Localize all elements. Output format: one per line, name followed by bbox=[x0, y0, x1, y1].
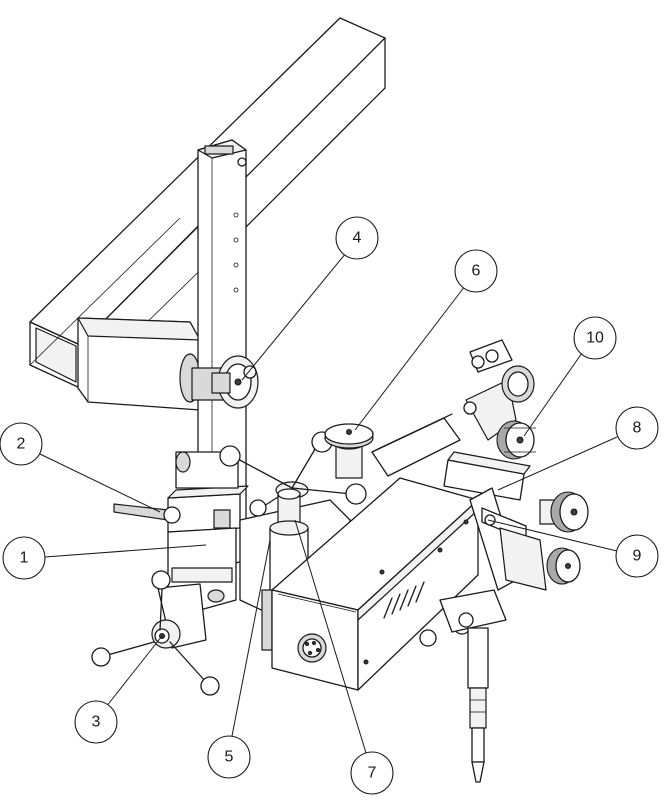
leader-2 bbox=[39, 453, 161, 513]
column-clamp-knob bbox=[191, 355, 259, 409]
leader-lines bbox=[39, 252, 618, 754]
callout-5-label: 5 bbox=[225, 749, 234, 766]
callout-7: 7 bbox=[350, 751, 394, 795]
leader-8 bbox=[497, 436, 618, 491]
leader-6 bbox=[354, 285, 466, 431]
leader-9 bbox=[487, 519, 618, 552]
top-adjust-knob bbox=[324, 423, 374, 479]
lower-clamp-bracket bbox=[113, 451, 249, 611]
callout-6: 6 bbox=[454, 249, 498, 293]
callout-3: 3 bbox=[74, 700, 118, 744]
callout-6-label: 6 bbox=[472, 263, 481, 280]
callout-3-label: 3 bbox=[92, 714, 101, 731]
callout-9: 9 bbox=[615, 534, 659, 578]
beam-clamp-block bbox=[77, 317, 201, 411]
callout-10: 10 bbox=[573, 316, 617, 360]
callout-2-label: 2 bbox=[17, 436, 26, 453]
callout-8-label: 8 bbox=[633, 420, 642, 437]
leader-5 bbox=[231, 539, 271, 737]
torch-holder bbox=[439, 507, 581, 633]
leader-3 bbox=[105, 635, 163, 708]
callout-4-label: 4 bbox=[353, 230, 362, 247]
callout-5: 5 bbox=[207, 735, 251, 779]
callout-10-label: 10 bbox=[586, 330, 604, 347]
leader-4 bbox=[241, 252, 347, 381]
callout-1-label: 1 bbox=[20, 550, 29, 567]
callout-7-label: 7 bbox=[368, 765, 377, 782]
drive-housing bbox=[271, 477, 479, 691]
leader-1 bbox=[44, 544, 207, 558]
leader-7 bbox=[294, 519, 367, 754]
callout-1: 1 bbox=[2, 536, 46, 580]
callout-4: 4 bbox=[335, 216, 379, 260]
callout-9-label: 9 bbox=[633, 548, 642, 565]
lower-handwheel bbox=[91, 570, 220, 696]
leader-10 bbox=[523, 352, 583, 437]
callout-2: 2 bbox=[0, 422, 43, 466]
welding-torch bbox=[467, 627, 489, 783]
callout-8: 8 bbox=[615, 406, 659, 450]
side-adjust-knob bbox=[539, 491, 589, 533]
wire-feed-head bbox=[463, 339, 536, 460]
